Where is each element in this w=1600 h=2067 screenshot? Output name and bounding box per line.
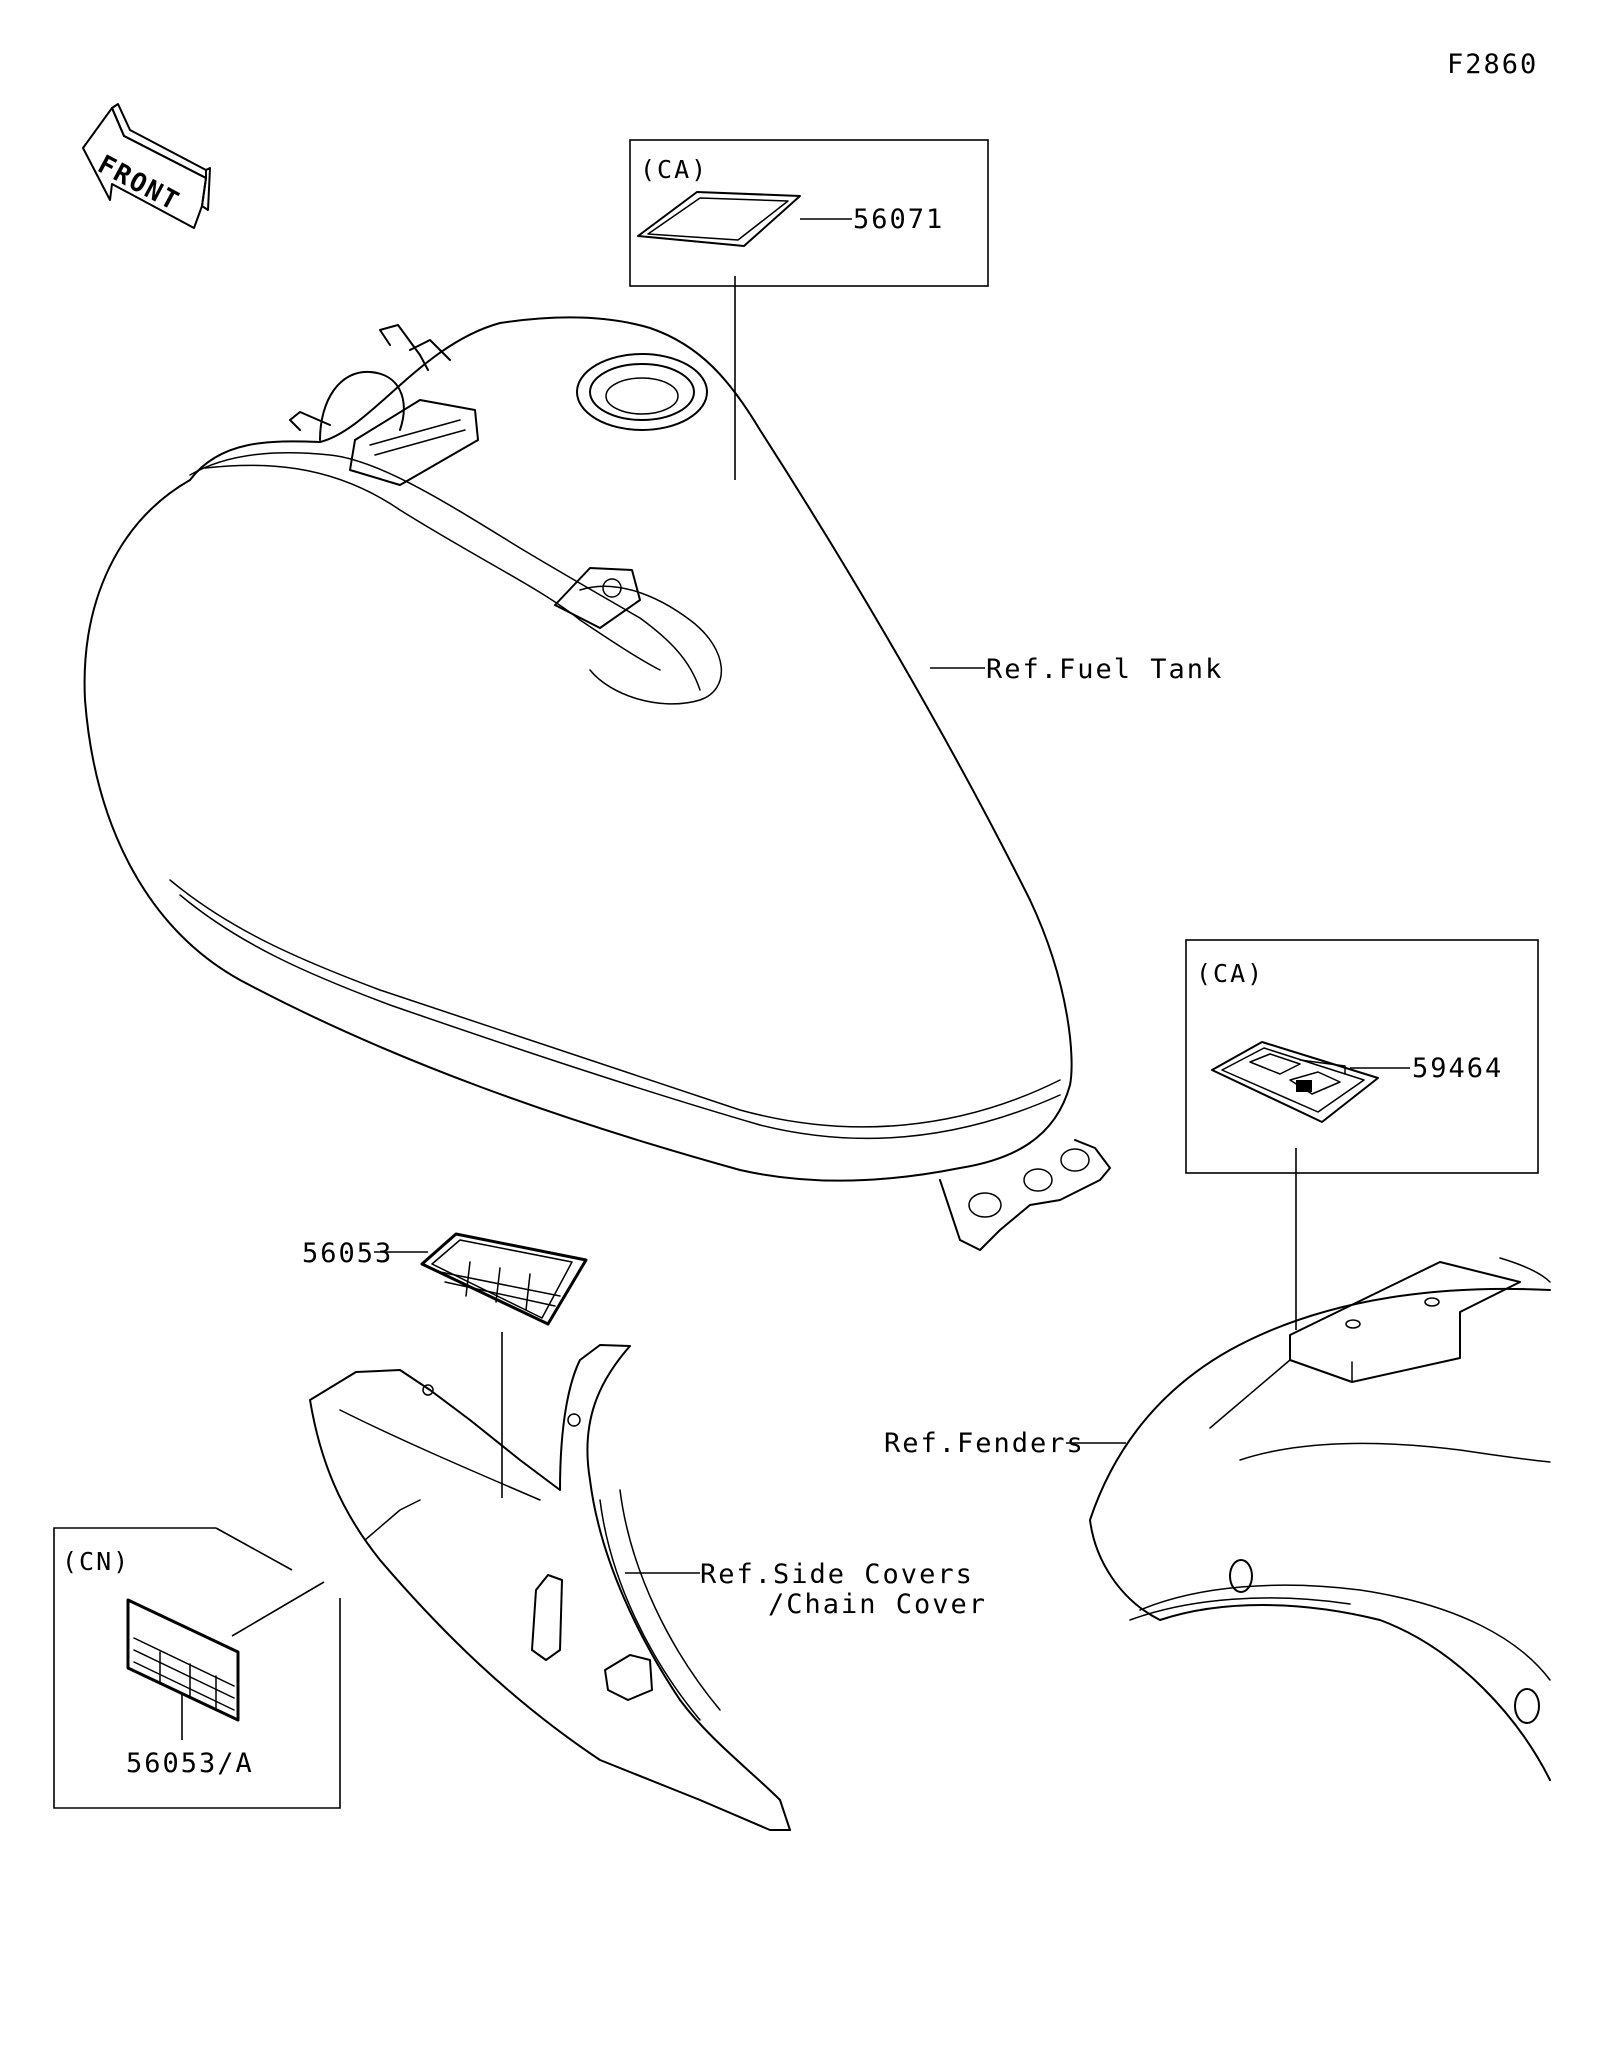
- tank-label-region: (CA): [640, 155, 708, 184]
- cn-label-sticker: [126, 1598, 240, 1722]
- ref-fenders: Ref.Fenders: [884, 1428, 1085, 1459]
- part-number-59464: 59464: [1412, 1053, 1503, 1084]
- side-cover: [309, 1344, 791, 1831]
- cn-label-region: (CN): [62, 1547, 130, 1576]
- ref-side-covers-line2: /Chain Cover: [768, 1589, 987, 1620]
- tank-label-box: [629, 139, 989, 287]
- part-number-56071: 56071: [853, 204, 944, 235]
- rear-fender: [1089, 1257, 1551, 1781]
- fuel-tank: [83, 316, 1111, 1251]
- front-arrow-icon: FRONT: [82, 103, 211, 229]
- fender-label-sticker: [1211, 1041, 1379, 1123]
- figure-code: F2860: [1447, 49, 1538, 80]
- tank-label-sticker: [637, 191, 801, 247]
- fender-label-box: [1185, 939, 1539, 1174]
- ref-side-covers-line1: Ref.Side Covers: [700, 1559, 974, 1590]
- fender-label-region: (CA): [1196, 959, 1264, 988]
- ref-fuel-tank: Ref.Fuel Tank: [986, 654, 1223, 685]
- side-cover-label-sticker: [420, 1232, 588, 1326]
- part-number-56053-a: 56053/A: [126, 1748, 254, 1779]
- cn-label-box: [53, 1527, 341, 1809]
- part-number-56053: 56053: [302, 1238, 393, 1269]
